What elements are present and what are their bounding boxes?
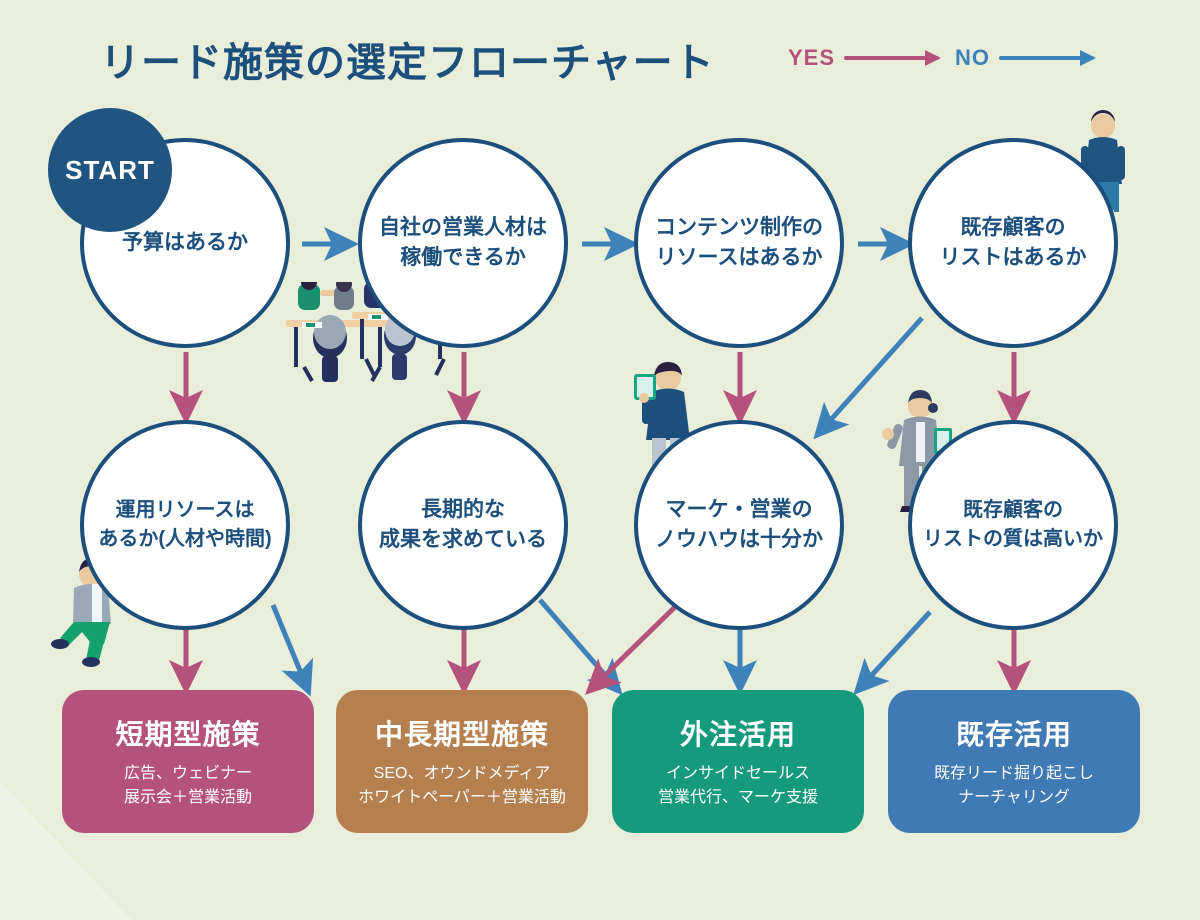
page-title: リード施策の選定フローチャート [100,41,715,85]
node-n3[interactable]: コンテンツ制作の リソースはあるか [634,138,844,348]
result-r3-title: 外注活用 [679,719,796,750]
node-n8[interactable]: 既存顧客の リストの質は高いか [908,420,1118,630]
result-r1-title: 短期型施策 [115,719,261,750]
link-n7-r2 [584,602,680,695]
result-r4-subtitle: 既存リード掘り起こし ナーチャリング [933,765,1094,806]
node-n2-label: 自社の営業人材は 稼働できるか [379,215,547,269]
node-n7[interactable]: マーケ・営業の ノウハウは十分か [634,420,844,630]
result-r4[interactable]: 既存活用 既存リード掘り起こし ナーチャリング [888,690,1140,833]
start-badge: START [48,108,172,232]
result-r2-title: 中長期型施策 [374,719,549,750]
node-n1-label: 予算はあるか [122,230,248,254]
legend-no-label: NO [955,45,990,70]
flowchart-canvas: リード施策の選定フローチャート YES NO [0,0,1200,870]
node-n5-label: 運用リソースは あるか(人材や時間) [98,499,272,550]
legend-yes-arrow-icon [844,56,940,60]
node-n2[interactable]: 自社の営業人材は 稼働できるか [358,138,568,348]
result-r2[interactable]: 中長期型施策 SEO、オウンドメディア ホワイトペーパー＋営業活動 [336,690,588,833]
node-n4-label: 既存顧客の リストはあるか [939,215,1087,269]
legend-yes-label: YES [788,45,836,70]
node-n5[interactable]: 運用リソースは あるか(人材や時間) [80,420,290,630]
result-r4-title: 既存活用 [955,719,1072,750]
link-n4-n7 [813,316,924,440]
legend-no: NO [955,45,1094,71]
node-n8-label: 既存顧客の リストの質は高いか [923,499,1103,550]
result-r3[interactable]: 外注活用 インサイドセールス 営業代行、マーケ支援 [612,690,864,833]
start-badge-label: START [65,154,155,185]
legend-no-arrow-icon [999,56,1094,60]
result-r2-subtitle: SEO、オウンドメディア ホワイトペーパー＋営業活動 [358,765,566,806]
connector-layer [169,227,1031,697]
link-n5-r2 [270,604,314,697]
link-n8-r3 [853,610,932,696]
node-n6[interactable]: 長期的な 成果を求めている [358,420,568,630]
node-n6-label: 長期的な 成果を求めている [379,497,547,551]
node-n7-label: マーケ・営業の ノウハウは十分か [655,497,823,551]
result-r3-subtitle: インサイドセールス 営業代行、マーケ支援 [657,765,818,806]
node-n3-label: コンテンツ制作の リソースはあるか [655,215,823,269]
result-r1-subtitle: 広告、ウェビナー 展示会＋営業活動 [123,765,252,806]
node-n4[interactable]: 既存顧客の リストはあるか [908,138,1118,348]
legend-yes: YES [788,45,940,71]
result-r1[interactable]: 短期型施策 広告、ウェビナー 展示会＋営業活動 [62,690,314,833]
